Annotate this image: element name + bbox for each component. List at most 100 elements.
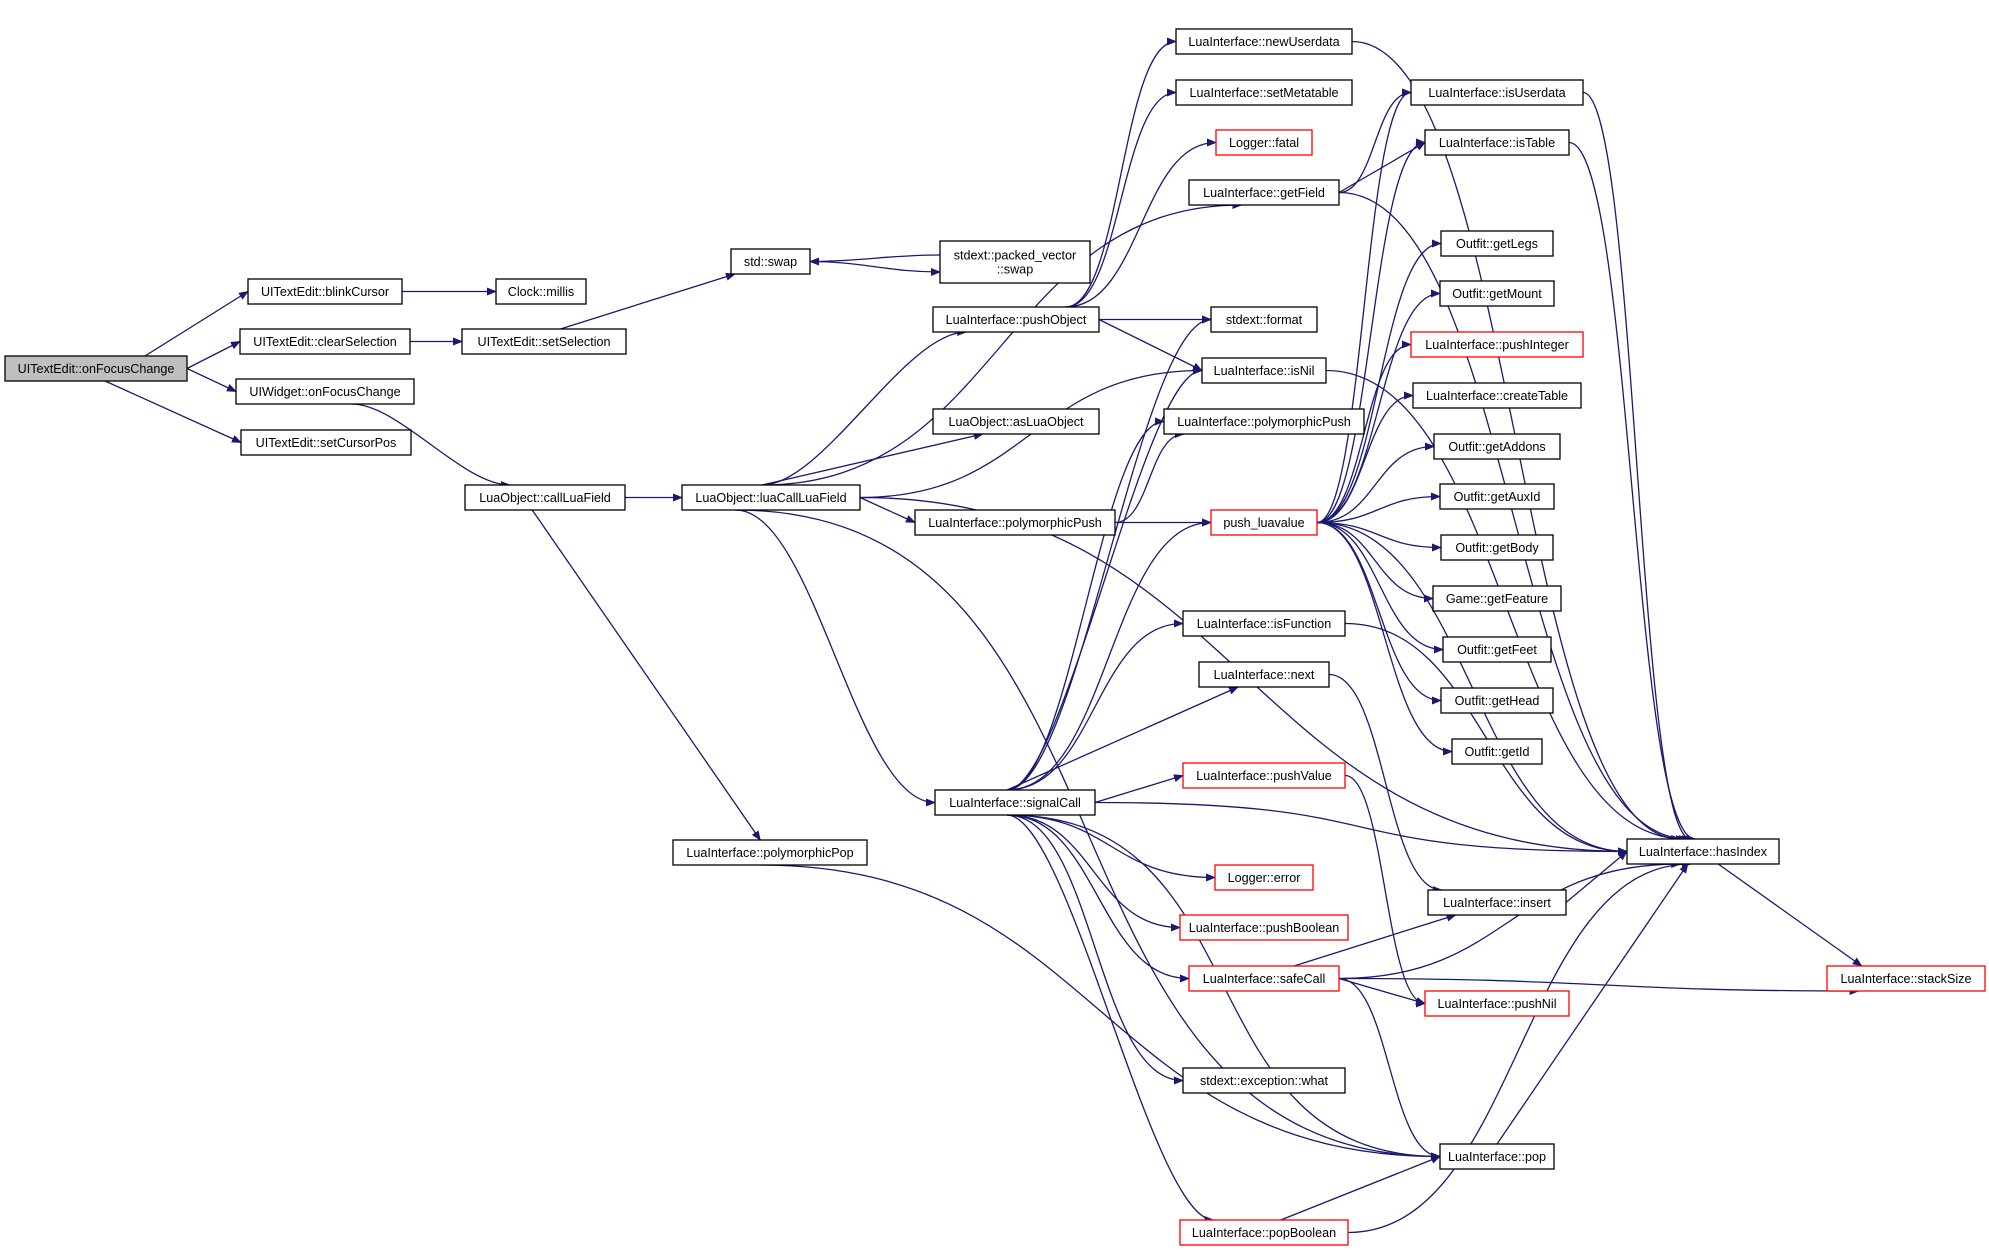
node-stacksize[interactable]: LuaInterface::stackSize xyxy=(1826,965,1986,992)
edge-pushluavalue-to-istable xyxy=(1316,138,1426,524)
node-setsel[interactable]: UITextEdit::setSelection xyxy=(461,328,627,355)
node-box xyxy=(1188,179,1340,206)
node-label: LuaObject::callLuaField xyxy=(479,491,611,505)
node-getaddons[interactable]: Outfit::getAddons xyxy=(1433,433,1561,460)
edge-onfocus-to-widgetfocus xyxy=(186,367,237,393)
node-box xyxy=(1179,1219,1349,1246)
node-getbody[interactable]: Outfit::getBody xyxy=(1440,534,1554,561)
node-label: ::swap xyxy=(997,263,1033,277)
node-gethead[interactable]: Outfit::getHead xyxy=(1440,687,1554,714)
node-polypush2[interactable]: LuaInterface::polymorphicPush xyxy=(1163,408,1365,435)
node-box xyxy=(934,789,1096,816)
node-onfocus-te[interactable]: UITextEdit::onFocusChange xyxy=(4,355,188,382)
node-label: UITextEdit::clearSelection xyxy=(253,335,397,349)
node-box xyxy=(240,429,412,456)
node-pop[interactable]: LuaInterface::pop xyxy=(1439,1143,1555,1170)
node-label: Outfit::getBody xyxy=(1455,541,1539,555)
node-pushvalue[interactable]: LuaInterface::pushValue xyxy=(1182,762,1346,789)
node-istable[interactable]: LuaInterface::isTable xyxy=(1424,129,1570,156)
node-getfeet[interactable]: Outfit::getFeet xyxy=(1442,636,1552,663)
edge-stdswap-to-pvswap xyxy=(809,260,941,276)
node-createtable[interactable]: LuaInterface::createTable xyxy=(1412,382,1582,409)
node-label: stdext::packed_vector xyxy=(954,249,1077,263)
node-getfield[interactable]: LuaInterface::getField xyxy=(1188,179,1340,206)
node-newuserdata[interactable]: LuaInterface::newUserdata xyxy=(1175,28,1353,55)
node-label: UIWidget::onFocusChange xyxy=(249,385,400,399)
edge-luacall-to-asluaobject xyxy=(761,432,984,486)
node-pushluavalue[interactable]: push_luavalue xyxy=(1210,509,1318,536)
node-box xyxy=(1439,483,1555,510)
node-label: LuaInterface::polymorphicPush xyxy=(928,516,1102,530)
node-getauxid[interactable]: Outfit::getAuxId xyxy=(1439,483,1555,510)
edge-popboolean-to-hasindex xyxy=(1347,860,1692,1234)
node-box xyxy=(1210,509,1318,536)
node-getfeature[interactable]: Game::getFeature xyxy=(1432,585,1562,612)
node-insert[interactable]: LuaInterface::insert xyxy=(1427,889,1567,916)
node-label: LuaInterface::pushNil xyxy=(1437,997,1556,1011)
node-pushinteger[interactable]: LuaInterface::pushInteger xyxy=(1410,331,1584,358)
node-box xyxy=(1826,965,1986,992)
node-label: LuaInterface::safeCall xyxy=(1203,972,1326,986)
node-label: UITextEdit::onFocusChange xyxy=(18,362,175,376)
node-label: LuaInterface::polymorphicPush xyxy=(1177,415,1351,429)
node-box xyxy=(730,248,811,275)
node-asluaobject[interactable]: LuaObject::asLuaObject xyxy=(932,408,1100,435)
edge-safecall-to-insert xyxy=(1293,913,1457,967)
node-pushobject[interactable]: LuaInterface::pushObject xyxy=(932,306,1100,333)
node-getlegs[interactable]: Outfit::getLegs xyxy=(1440,230,1554,257)
node-isnil[interactable]: LuaInterface::isNil xyxy=(1201,357,1327,384)
node-box xyxy=(1410,331,1584,358)
node-clearsel[interactable]: UITextEdit::clearSelection xyxy=(239,328,411,355)
node-widgetfocus[interactable]: UIWidget::onFocusChange xyxy=(235,378,415,405)
node-isuserdata[interactable]: LuaInterface::isUserdata xyxy=(1410,79,1584,106)
node-label: Outfit::getAuxId xyxy=(1454,490,1541,504)
node-label: LuaInterface::getField xyxy=(1203,186,1325,200)
node-box xyxy=(1182,610,1346,637)
node-blink[interactable]: UITextEdit::blinkCursor xyxy=(247,278,403,305)
edge-pushluavalue-to-getauxid xyxy=(1316,492,1441,524)
node-luacallluafield[interactable]: LuaObject::luaCallLuaField xyxy=(681,484,861,511)
node-setmetatable[interactable]: LuaInterface::setMetatable xyxy=(1175,79,1353,106)
edge-polypop-to-pop xyxy=(760,864,1441,1161)
edge-pushluavalue-to-isuserdata xyxy=(1316,88,1412,524)
node-box xyxy=(939,240,1091,284)
node-label: LuaInterface::hasIndex xyxy=(1639,845,1768,859)
node-millis[interactable]: Clock::millis xyxy=(495,278,587,305)
node-pvswap[interactable]: stdext::packed_vector::swap xyxy=(939,240,1091,284)
node-label: UITextEdit::setCursorPos xyxy=(256,436,397,450)
edge-polypush1-to-polypush2 xyxy=(1114,430,1185,524)
node-label: LuaInterface::popBoolean xyxy=(1192,1226,1336,1240)
node-stdextformat[interactable]: stdext::format xyxy=(1210,306,1318,333)
node-box xyxy=(932,408,1100,435)
edge-signalcall-to-next xyxy=(1006,686,1239,791)
node-pushboolean[interactable]: LuaInterface::pushBoolean xyxy=(1179,914,1349,941)
node-box xyxy=(1410,79,1584,106)
node-label: LuaInterface::pushBoolean xyxy=(1189,921,1340,935)
node-hasindex[interactable]: LuaInterface::hasIndex xyxy=(1626,838,1780,865)
node-loggererror[interactable]: Logger::error xyxy=(1214,864,1314,891)
edge-signalcall-to-isfunction xyxy=(1006,619,1184,791)
node-popboolean[interactable]: LuaInterface::popBoolean xyxy=(1179,1219,1349,1246)
node-exceptionwhat[interactable]: stdext::exception::what xyxy=(1182,1067,1346,1094)
node-isfunction[interactable]: LuaInterface::isFunction xyxy=(1182,610,1346,637)
node-next[interactable]: LuaInterface::next xyxy=(1198,661,1330,688)
node-label: Outfit::getId xyxy=(1464,745,1529,759)
node-label: LuaInterface::pop xyxy=(1448,1150,1546,1164)
edge-pvswap-to-stdswap xyxy=(809,254,941,266)
node-polypop[interactable]: LuaInterface::polymorphicPop xyxy=(672,839,868,866)
node-setcursor[interactable]: UITextEdit::setCursorPos xyxy=(240,429,412,456)
node-pushnil[interactable]: LuaInterface::pushNil xyxy=(1424,990,1570,1017)
node-safecall[interactable]: LuaInterface::safeCall xyxy=(1188,965,1340,992)
node-loggerfatal[interactable]: Logger::fatal xyxy=(1215,129,1313,156)
node-stdswap[interactable]: std::swap xyxy=(730,248,811,275)
node-label: LuaInterface::signalCall xyxy=(949,796,1081,810)
node-callluafield[interactable]: LuaObject::callLuaField xyxy=(464,484,626,511)
edge-signalcall-to-safecall xyxy=(1006,814,1190,983)
node-signalcall[interactable]: LuaInterface::signalCall xyxy=(934,789,1096,816)
edge-luacall-to-polypush1 xyxy=(859,496,916,524)
node-polypush1[interactable]: LuaInterface::polymorphicPush xyxy=(914,509,1116,536)
node-label: Logger::fatal xyxy=(1229,136,1299,150)
node-getmount[interactable]: Outfit::getMount xyxy=(1439,280,1555,307)
node-getid[interactable]: Outfit::getId xyxy=(1451,738,1543,765)
